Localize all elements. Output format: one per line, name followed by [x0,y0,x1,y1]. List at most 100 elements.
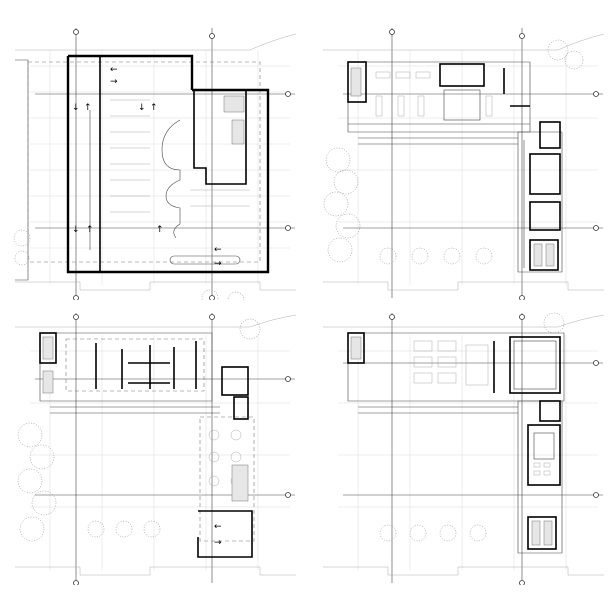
stair-core-west [347,61,367,103]
elevator [231,119,245,145]
car-arrow-icon: → [110,77,118,87]
floor-plan-hall: ← → [10,305,300,585]
basement-outline [27,61,261,263]
axis-marker-icon [593,225,599,231]
floor-plan-upper [318,305,608,585]
trees [379,312,565,542]
floor-plan-parking: ← → ↓ ↑ ↓ ↑ ↓ ↑ ↑ ← → [10,20,300,300]
lounge-room-inner [513,340,557,390]
wc-core [539,400,561,422]
floor-plan-ground [318,20,608,300]
car-arrow-icon: ↑ [150,103,158,113]
site-boundary [15,33,297,291]
tree-icon [475,247,493,265]
axis-marker-icon [593,360,599,366]
meeting-tables [413,340,489,386]
tree-icon [323,191,349,217]
stair-flight [350,336,362,360]
site-boundary [15,314,297,576]
site-boundary [323,33,605,291]
trees [17,318,261,542]
east-room [529,201,561,231]
parking-entry [197,510,253,558]
office-room [443,89,481,121]
lounge-room [509,336,561,394]
hall-walls [39,332,213,402]
axis-marker-icon [593,492,599,498]
stair-flight [545,243,555,267]
tree-icon [29,444,55,470]
tree-icon [87,520,105,538]
structural-axes [343,28,603,298]
car-arrow-icon: ← [214,245,222,255]
east-wing-walls [517,131,563,273]
tree-icon [379,524,397,542]
plaza-paving [199,416,255,542]
trees [13,229,245,300]
parking-stalls [110,99,250,213]
stair-flight [223,95,245,113]
axis-marker-icon [519,295,525,300]
ramp-lane [169,255,241,265]
tree-icon [143,520,161,538]
axis-marker-icon [593,91,599,97]
axis-marker-icon [285,91,291,97]
tree-icon [239,318,261,340]
meeting-room [439,63,485,87]
axis-marker-icon [73,580,79,585]
tree-icon [469,524,487,542]
plaza-seating [208,429,242,487]
car-arrow-icon: ↓ [72,225,80,235]
axis-marker-icon [73,295,79,300]
tree-icon [439,524,457,542]
conference-room [527,424,561,486]
tree-icon [547,39,569,61]
tree-icon [325,147,351,173]
stair-flight [533,243,543,267]
axis-marker-icon [209,314,215,320]
traffic-arrows: ← → ↓ ↑ ↓ ↑ ↓ ↑ ↑ ← → [72,65,222,269]
stair-flight [543,520,553,546]
axis-marker-icon [73,29,79,35]
tree-icon [201,289,219,300]
axis-marker-icon [389,314,395,320]
wc-core [233,396,249,420]
structural-axes [35,313,295,583]
tree-icon [31,490,57,516]
car-arrow-icon: ← [110,65,118,75]
hall-partitions [95,341,197,389]
north-wing-walls [347,332,565,402]
plan-drawing [323,28,605,300]
stair-core-west [39,332,57,364]
stair-core-south [527,516,557,550]
stair-core-west [347,332,365,364]
tree-icon [14,250,30,266]
axis-marker-icon [285,492,291,498]
stair-flight [42,370,54,394]
tree-icon [409,524,427,542]
grid-lines [30,335,290,570]
tree-icon [115,520,133,538]
stair-flight [42,336,54,360]
car-arrow-icon: ↑ [156,225,164,235]
axis-marker-icon [519,580,525,585]
axis-marker-icon [389,29,395,35]
plan-drawing [323,312,605,585]
grid-lines [338,335,598,570]
stair-core-east [221,366,249,396]
car-arrow-icon: ↓ [138,103,146,113]
car-arrow-icon: ↑ [86,225,94,235]
car-arrow-icon: ↓ [72,103,80,113]
stair-core-south [529,239,559,271]
plan-drawing: ← → ↓ ↑ ↓ ↑ ↓ ↑ ↑ ← → [13,28,297,300]
trees [323,39,584,265]
tree-icon [17,468,43,494]
stair-flight [531,520,541,546]
axis-marker-icon [209,295,215,300]
tree-icon [564,50,584,70]
tree-icon [13,229,31,247]
axis-marker-icon [519,314,525,320]
car-arrow-icon: → [214,259,222,269]
axis-marker-icon [519,33,525,39]
